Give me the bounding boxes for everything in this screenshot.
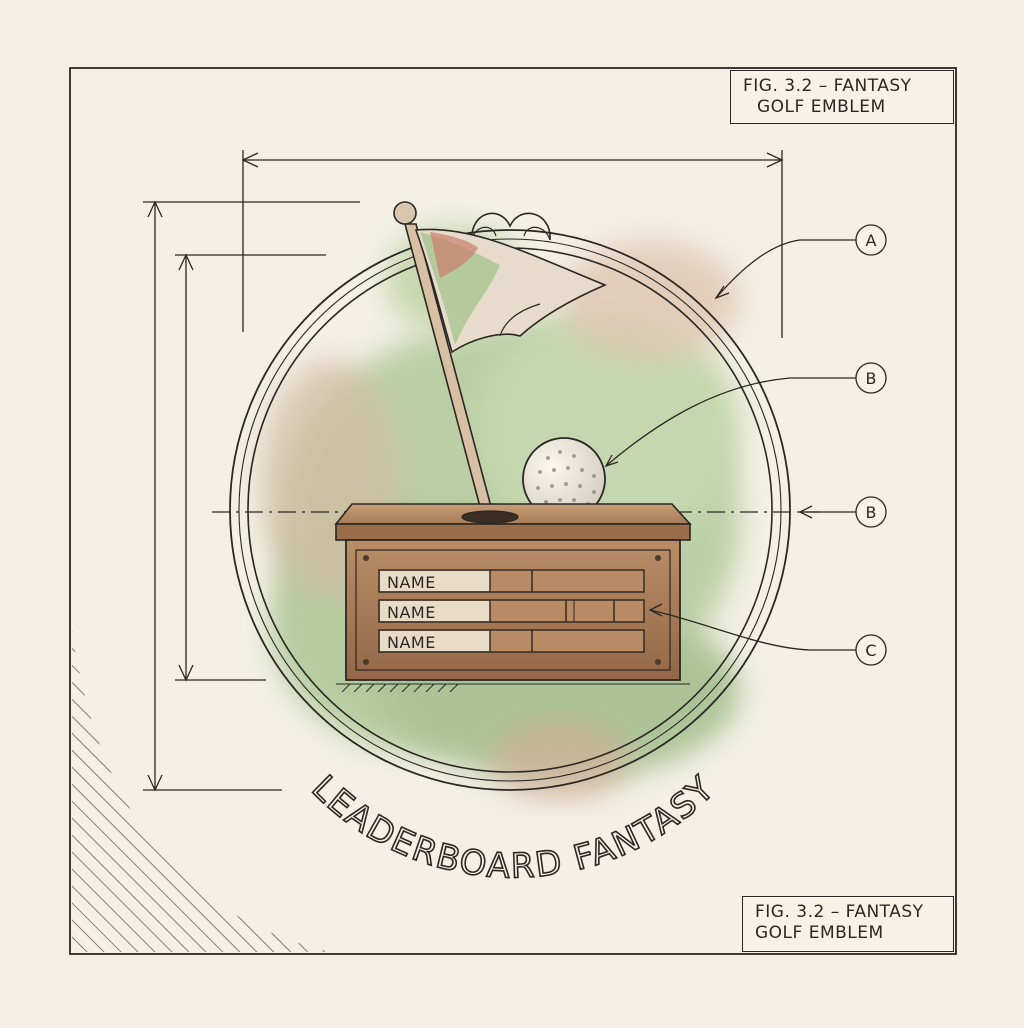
leaderboard-base — [334, 503, 692, 693]
callout-c — [648, 603, 887, 666]
callout-c-label: C — [865, 641, 876, 660]
golf-flag — [414, 228, 608, 354]
callout-b-line-label: B — [866, 503, 877, 522]
callout-b-ball — [604, 362, 887, 468]
leaderboard-row: NAME — [378, 569, 645, 593]
figure-border — [69, 67, 957, 955]
leaderboard-row-label: NAME — [387, 573, 436, 592]
callout-a — [714, 224, 887, 300]
caption-top-line1: FIG. 3.2 – FANTASY — [743, 76, 912, 96]
callout-b-ball-label: B — [866, 369, 877, 388]
figure-caption-top: FIG. 3.2 – FANTASY GOLF EMBLEM — [730, 70, 954, 124]
corner-hatching — [72, 630, 330, 952]
callout-b-line — [798, 496, 887, 528]
leaderboard-row-label: NAME — [387, 633, 436, 652]
caption-bottom-line1: FIG. 3.2 – FANTASY — [755, 902, 924, 922]
leaderboard-row-label: NAME — [387, 603, 436, 622]
callout-a-label: A — [866, 231, 877, 250]
caption-top-line2: GOLF EMBLEM — [757, 97, 886, 117]
leaderboard-row: NAME — [378, 599, 645, 623]
caption-bottom-line2: GOLF EMBLEM — [755, 923, 884, 943]
leaderboard-row: NAME — [378, 629, 645, 653]
figure-caption-bottom: FIG. 3.2 – FANTASY GOLF EMBLEM — [742, 896, 954, 952]
